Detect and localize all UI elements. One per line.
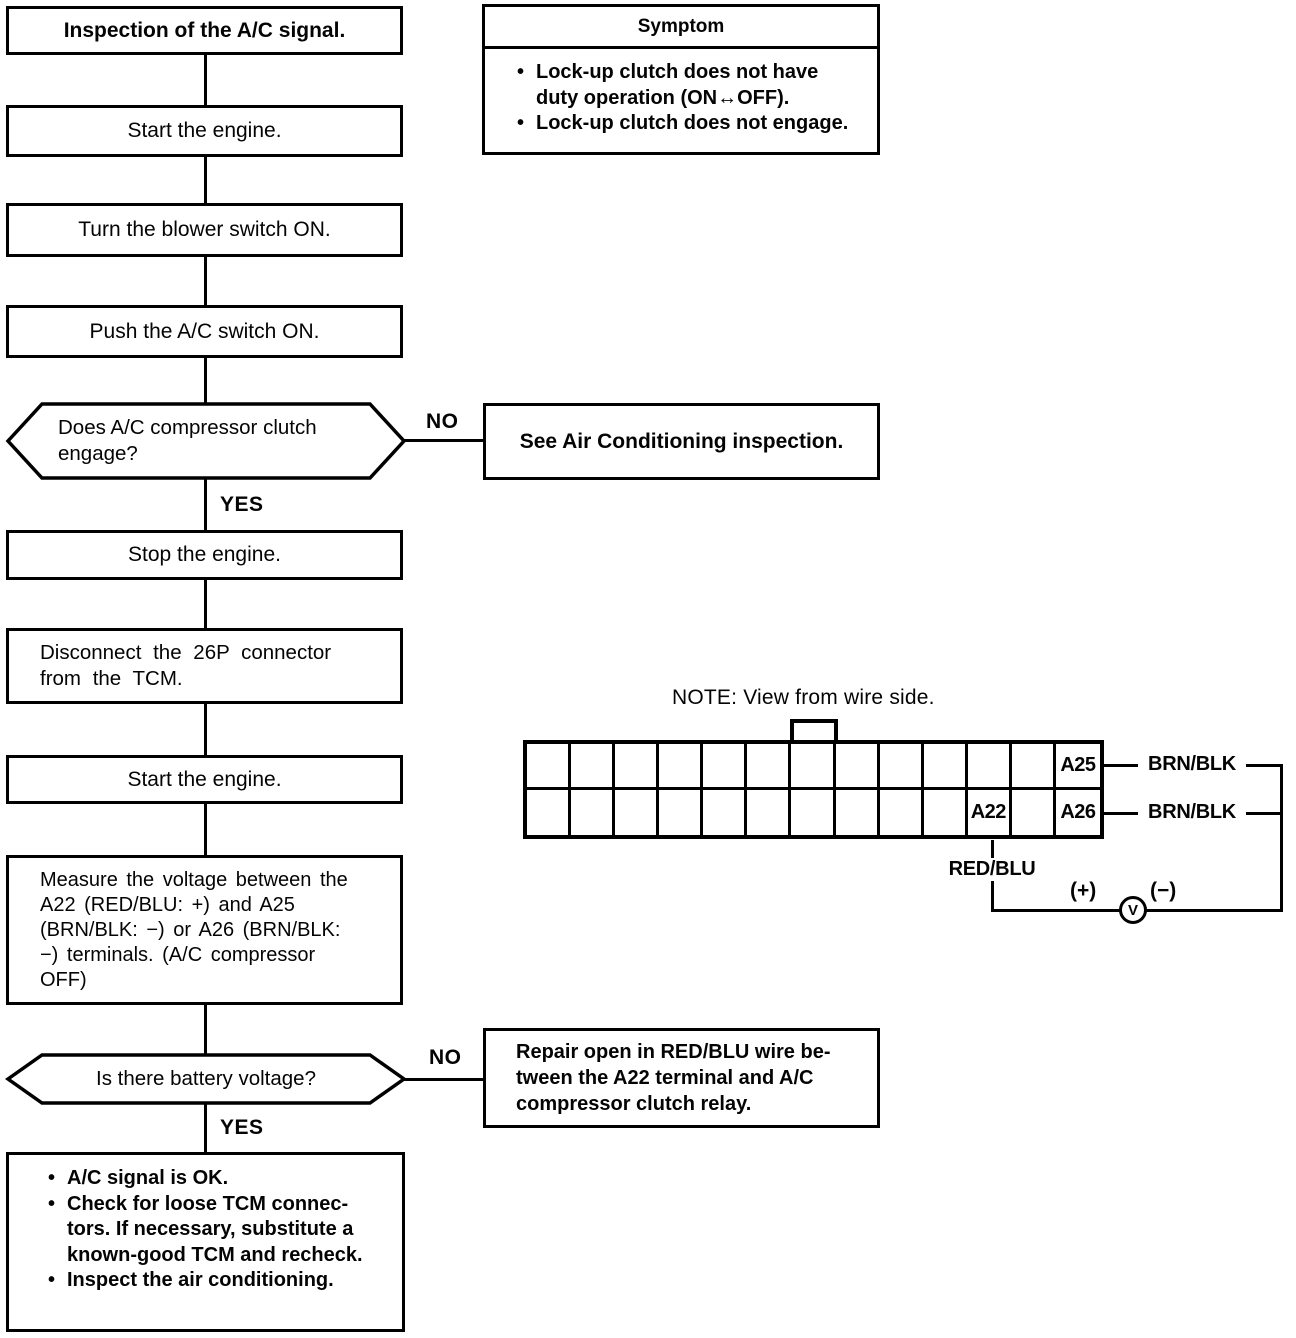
step-ac-switch: Push the A/C switch ON. — [6, 305, 403, 358]
connector-cell — [527, 789, 572, 835]
pin-label-a26: A26 — [1060, 800, 1096, 823]
pin-label-a22: A22 — [970, 800, 1007, 823]
step-blower-switch-label: Turn the blower switch ON. — [78, 218, 331, 241]
result-bullet: A/C signal is OK. — [46, 1166, 363, 1192]
connector-cell — [615, 744, 660, 790]
branch-no-1: NO — [426, 410, 459, 433]
flow-line — [204, 55, 207, 107]
connector-cell-a25: A25 — [1055, 744, 1100, 790]
wire-a26-segment — [1245, 812, 1283, 815]
connector-cell — [835, 744, 880, 790]
step-start-engine-2: Start the engine. — [6, 755, 403, 804]
symptom-bullet: Lock-up clutch does not engage. — [515, 111, 867, 137]
flow-line — [204, 255, 207, 307]
flow-line — [204, 1003, 207, 1055]
branch-no-2: NO — [429, 1046, 462, 1069]
connector-note: NOTE: View from wire side. — [672, 686, 935, 709]
step-stop-engine: Stop the engine. — [6, 530, 403, 580]
action-repair-wire-label: Repair open in RED/BLU wire be- tween th… — [516, 1041, 831, 1115]
pin-label-a25: A25 — [1060, 753, 1096, 776]
action-repair-wire: Repair open in RED/BLU wire be- tween th… — [483, 1028, 880, 1128]
voltmeter-icon: V — [1119, 896, 1147, 924]
wire-right-vertical — [1280, 764, 1283, 912]
connector-key-tab — [790, 719, 838, 744]
step-blower-switch: Turn the blower switch ON. — [6, 203, 403, 257]
wire-label-brn-blk-a26: BRN/BLK — [1138, 801, 1246, 824]
title-box: Inspection of the A/C signal. — [6, 6, 403, 55]
connector-cell — [1011, 744, 1056, 790]
connector-cell — [924, 789, 968, 835]
voltmeter-symbol: V — [1127, 901, 1138, 919]
decision-battery-voltage-label: Is there battery voltage? — [96, 1067, 316, 1090]
flow-line — [204, 578, 207, 630]
connector-cell — [879, 744, 924, 790]
connector-cell — [571, 744, 616, 790]
connector-cell — [791, 789, 836, 835]
step-disconnect-tcm: Disconnect the 26P connector from the TC… — [6, 628, 403, 704]
action-see-ac-inspection: See Air Conditioning inspection. — [483, 403, 880, 480]
wire-label-brn-blk-a25: BRN/BLK — [1138, 753, 1246, 776]
symptom-bullet-list: Lock-up clutch does not have duty operat… — [485, 49, 877, 137]
flow-line — [204, 478, 207, 532]
connector-cell — [659, 744, 704, 790]
no-branch-line — [404, 1078, 484, 1081]
decision-battery-voltage: Is there battery voltage? — [5, 1053, 407, 1105]
flow-line — [204, 356, 207, 404]
meter-plus-label: (+) — [1070, 879, 1097, 902]
decision-compressor-clutch: Does A/C compressor clutch engage? — [5, 402, 407, 480]
step-measure-voltage: Measure the voltage between the A22 (RED… — [6, 855, 403, 1005]
connector-cell — [923, 744, 968, 790]
connector-cell — [791, 744, 836, 790]
result-bullet-list: A/C signal is OK. Check for loose TCM co… — [46, 1166, 363, 1294]
connector-cell — [967, 744, 1012, 790]
title-box-label: Inspection of the A/C signal. — [63, 18, 346, 42]
connector-cell-a22: A22 — [968, 789, 1012, 835]
flow-line — [204, 702, 207, 757]
step-measure-voltage-label: Measure the voltage between the A22 (RED… — [40, 868, 348, 991]
connector-cell — [836, 789, 880, 835]
wire-a26-segment — [1104, 812, 1139, 815]
wire-a25-segment — [1104, 764, 1139, 767]
flow-line — [204, 155, 207, 205]
connector-cell — [703, 789, 748, 835]
result-bullet: Check for loose TCM connec- tors. If nec… — [46, 1192, 363, 1269]
connector-cell — [615, 789, 660, 835]
result-box: A/C signal is OK. Check for loose TCM co… — [6, 1152, 405, 1332]
connector-cell — [659, 789, 704, 835]
step-start-engine-1-label: Start the engine. — [127, 119, 282, 142]
hexagon-shape — [5, 1053, 407, 1105]
connector-cell — [880, 789, 924, 835]
connector-cell — [747, 744, 792, 790]
connector-cell — [703, 744, 748, 790]
connector-cell-a26: A26 — [1056, 790, 1100, 836]
connector-cell — [1012, 789, 1056, 835]
step-start-engine-2-label: Start the engine. — [127, 767, 282, 791]
no-branch-line — [404, 439, 484, 442]
step-ac-switch-label: Push the A/C switch ON. — [89, 319, 320, 343]
step-start-engine-1: Start the engine. — [6, 105, 403, 157]
connector-cell — [571, 789, 616, 835]
action-see-ac-inspection-label: See Air Conditioning inspection. — [519, 429, 844, 453]
flow-line — [204, 802, 207, 857]
hexagon-shape — [5, 402, 407, 480]
wire-label-red-blu: RED/BLU — [938, 858, 1046, 881]
connector-grid: A25 A22 A26 — [523, 740, 1104, 839]
symptom-box: Symptom Lock-up clutch does not have dut… — [482, 4, 880, 155]
wire-a25-segment — [1245, 764, 1283, 767]
connector-cell — [747, 789, 792, 835]
decision-compressor-clutch-label: Does A/C compressor clutch engage? — [58, 416, 317, 465]
branch-yes-2: YES — [220, 1116, 264, 1139]
symptom-header: Symptom — [485, 7, 877, 49]
step-disconnect-tcm-label: Disconnect the 26P connector from the TC… — [40, 641, 332, 690]
symptom-bullet: Lock-up clutch does not have duty operat… — [515, 60, 867, 111]
branch-yes-1: YES — [220, 493, 264, 516]
flow-line — [204, 1103, 207, 1154]
meter-minus-label: (−) — [1150, 879, 1177, 902]
result-bullet: Inspect the air conditioning. — [46, 1268, 363, 1294]
step-stop-engine-label: Stop the engine. — [128, 543, 281, 566]
connector-cell — [527, 744, 572, 790]
